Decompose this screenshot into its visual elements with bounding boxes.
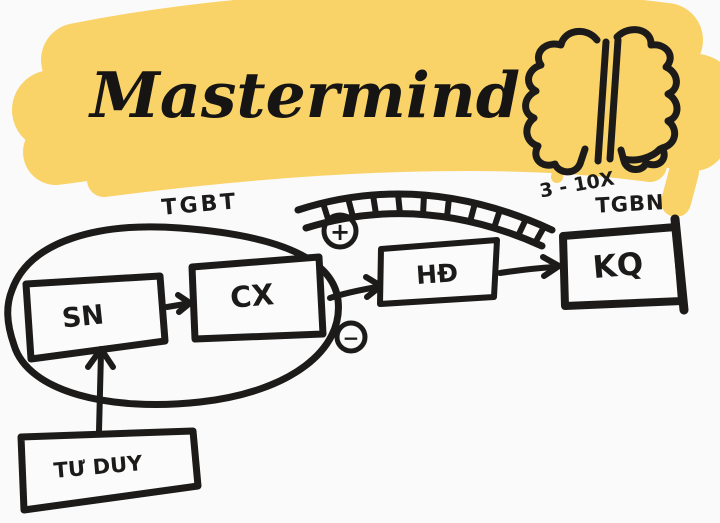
node-sn-label: SN xyxy=(60,299,105,334)
node-cx-label: CX xyxy=(229,277,275,315)
arrow-sn-cx xyxy=(164,292,193,315)
node-kq: KQ xyxy=(559,214,689,315)
node-sn: SN xyxy=(22,272,169,363)
inner-world-oval xyxy=(4,223,342,408)
plus-badge: + xyxy=(321,212,359,250)
minus-sign: − xyxy=(343,326,360,350)
arrow-hd-kq xyxy=(497,254,562,279)
node-tu-duy: TƯ DUY xyxy=(17,427,202,514)
label-tgbt: TGBT xyxy=(161,189,240,221)
arrow-tuduy-sn xyxy=(85,346,116,434)
node-cx: CX xyxy=(188,253,327,343)
highlighter-drip xyxy=(661,157,699,217)
label-tgbn: TGBN xyxy=(595,190,665,218)
plus-sign: + xyxy=(330,218,350,246)
brain-icon xyxy=(522,26,681,176)
node-hd: HĐ xyxy=(377,237,500,307)
node-hd-label: HĐ xyxy=(415,258,459,290)
page-title: Mastermind xyxy=(88,58,520,132)
node-kq-label: KQ xyxy=(591,246,644,286)
minus-badge: − xyxy=(334,320,368,354)
